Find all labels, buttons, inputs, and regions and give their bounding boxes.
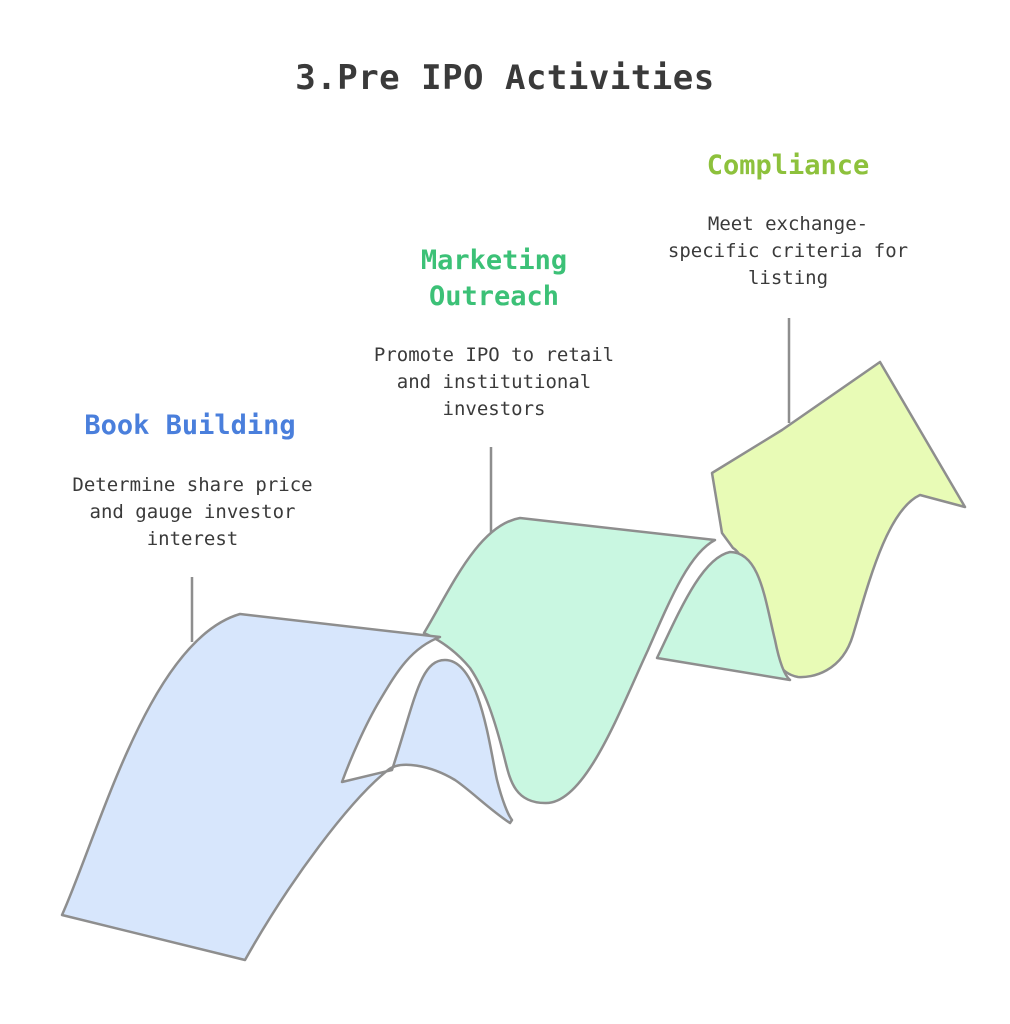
ribbon-segment-marketing-outreach bbox=[422, 516, 717, 805]
step-title-compliance: Compliance bbox=[706, 150, 870, 181]
step-title-marketing-outreach: Marketing Outreach bbox=[420, 245, 568, 312]
ribbon-segment-compliance-base bbox=[655, 550, 792, 682]
diagram-title: 3.Pre IPO Activities bbox=[295, 58, 715, 98]
step-description-compliance: Meet exchange- specific criteria for lis… bbox=[667, 213, 909, 289]
step-description-marketing-outreach: Promote IPO to retail and institutional … bbox=[373, 344, 615, 420]
step-title-book-building: Book Building bbox=[84, 410, 296, 441]
step-description-book-building: Determine share price and gauge investor… bbox=[72, 474, 313, 550]
ribbon-segment-book-building bbox=[60, 612, 514, 962]
